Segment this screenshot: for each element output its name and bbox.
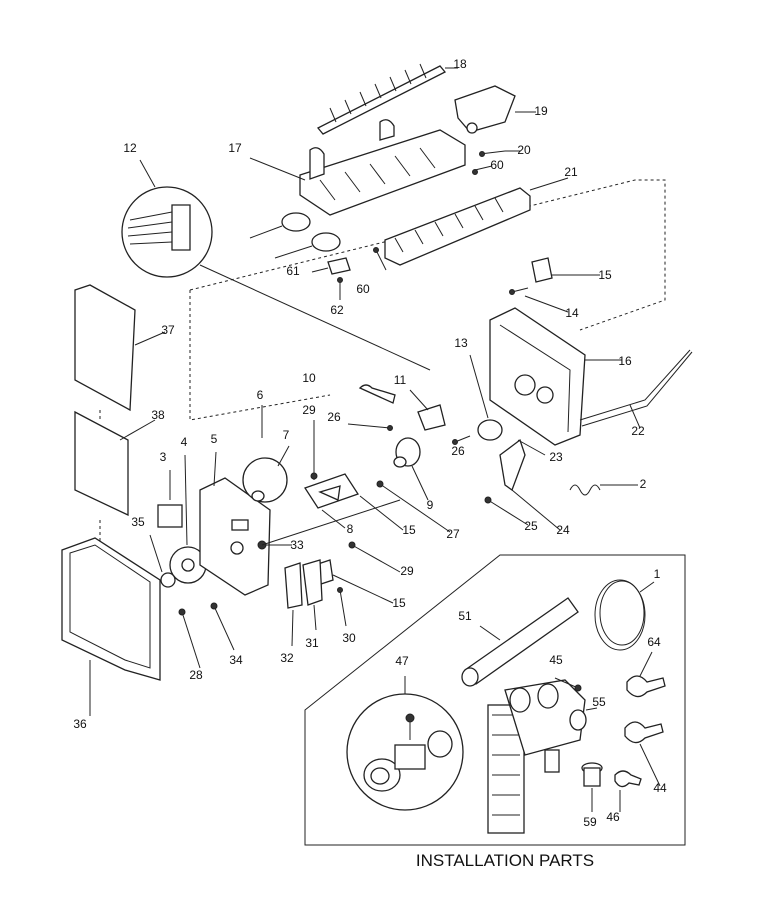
thermostat-part: [452, 354, 503, 445]
callout-label: 30: [342, 631, 356, 645]
callout-label: 12: [123, 141, 137, 155]
callout-label: 3: [160, 450, 167, 464]
stripper-part: [384, 177, 569, 266]
timing-cam: [393, 437, 429, 501]
callout-label: 19: [534, 104, 548, 118]
mounting-screws: [178, 602, 235, 669]
callout-label: 2: [640, 477, 647, 491]
mounting-plate: [199, 451, 271, 596]
callout-label: 4: [181, 435, 188, 449]
callout-label: 26: [327, 410, 341, 424]
callout-label: 60: [490, 158, 504, 172]
callout-label: 32: [280, 651, 294, 665]
instruction-sheet: [74, 410, 156, 517]
callout-label: 22: [631, 424, 645, 438]
callout-label: 8: [347, 522, 354, 536]
mounting-clip: [311, 257, 351, 300]
heater-plugs: [249, 212, 341, 259]
callout-label: 21: [564, 165, 578, 179]
callout-label: 6: [257, 388, 264, 402]
screw-part: [373, 165, 493, 271]
callout-label: 1: [654, 567, 661, 581]
label-sticker: [157, 470, 183, 528]
fitting-detail: [346, 676, 464, 811]
drive-gear: [149, 454, 207, 588]
drive-motor: [242, 405, 290, 503]
screw-part: [376, 480, 451, 533]
callout-label: 10: [302, 371, 316, 385]
callout-label: 25: [524, 519, 538, 533]
ice-mold: [249, 119, 466, 216]
callout-label: 9: [427, 498, 434, 512]
lower-small-parts: [257, 499, 401, 647]
callout-label: 60: [356, 282, 370, 296]
callout-label: 36: [73, 717, 87, 731]
callout-label: 15: [598, 268, 612, 282]
callout-label: 37: [161, 323, 175, 337]
callout-label: 51: [458, 609, 472, 623]
switch-part: [509, 257, 600, 313]
screw-part: [554, 677, 582, 692]
callout-label: 35: [131, 515, 145, 529]
callout-label: 44: [653, 781, 667, 795]
callout-label: 23: [549, 450, 563, 464]
callout-label: 55: [592, 695, 606, 709]
callout-label: 14: [565, 306, 579, 320]
switch-assembly: [304, 473, 404, 531]
callout-label: 29: [400, 564, 414, 578]
callout-label: 62: [330, 303, 344, 317]
water-valve: [487, 679, 598, 834]
callout-label: 11: [394, 373, 407, 387]
callout-label: 59: [583, 815, 597, 829]
callout-label: 13: [454, 336, 468, 350]
wiring-harness-detail: [121, 159, 431, 371]
callout-label: 5: [211, 432, 218, 446]
callout-label: 16: [618, 354, 632, 368]
small-parts-middle: [310, 384, 446, 480]
callout-label: 27: [446, 527, 460, 541]
callout-label: 26: [451, 444, 465, 458]
callout-label: 34: [229, 653, 243, 667]
installation-parts-panel: [304, 554, 686, 846]
callout-label: 45: [549, 653, 563, 667]
callout-label: 47: [395, 654, 409, 668]
fill-tube: [461, 597, 579, 687]
callout-label: 61: [286, 264, 300, 278]
lever-and-spring: [484, 438, 638, 531]
housing-part: [489, 307, 622, 446]
callout-label: 7: [283, 428, 290, 442]
callout-label: 31: [305, 636, 319, 650]
callout-label: 20: [517, 143, 531, 157]
shutoff-arm: [579, 349, 693, 429]
callout-label: 38: [151, 408, 165, 422]
clamps-and-nut: [581, 651, 666, 812]
ejector-rod: [316, 63, 458, 135]
screw-part: [479, 150, 520, 157]
installation-parts-title: INSTALLATION PARTS: [416, 851, 594, 870]
callout-label: 24: [556, 523, 570, 537]
callout-label: 17: [228, 141, 242, 155]
callout-label: 46: [606, 810, 620, 824]
callout-label: 28: [189, 668, 203, 682]
callout-label: 15: [402, 523, 416, 537]
callout-label: 18: [453, 57, 467, 71]
manual-booklet: [74, 284, 166, 412]
callout-label: 64: [647, 635, 661, 649]
callout-label: 33: [290, 538, 304, 552]
callout-label: 29: [302, 403, 316, 417]
water-tubing-coil: [594, 579, 655, 651]
bearing-part: [454, 85, 536, 134]
cover-part: [61, 537, 161, 716]
callout-label: 15: [392, 596, 406, 610]
